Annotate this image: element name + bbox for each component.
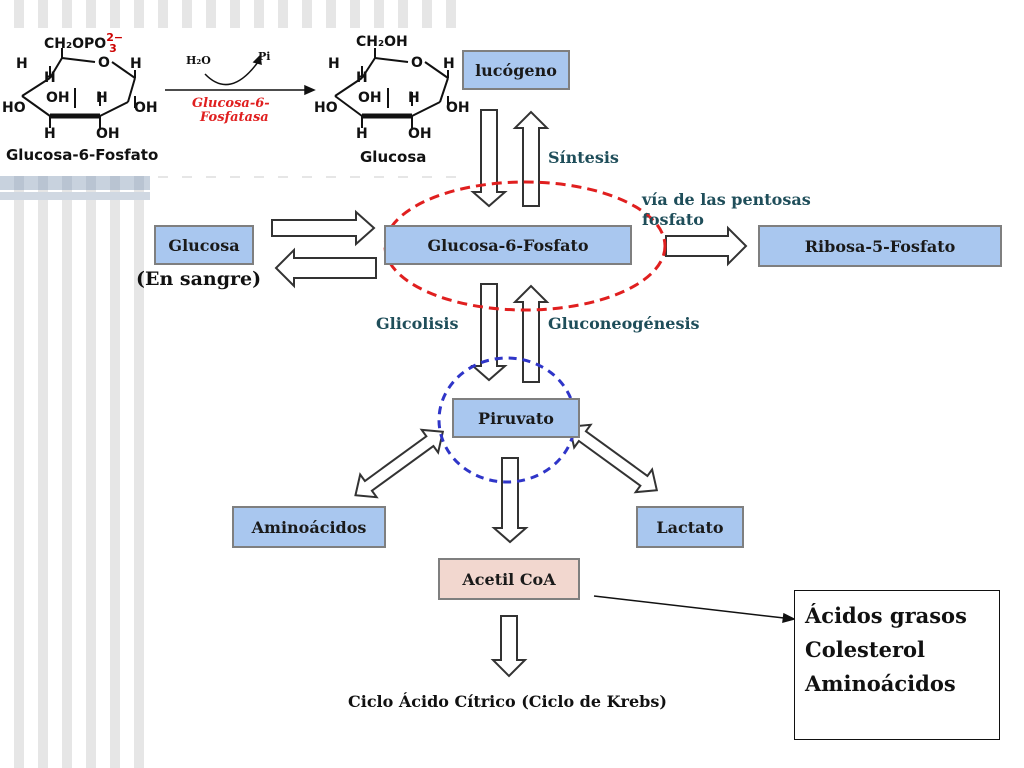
atom-label: OH <box>358 90 382 106</box>
arrow-synthesis <box>512 110 550 207</box>
g6p-structure-name: Glucosa-6-Fosfato <box>6 146 159 164</box>
glucose-ring <box>334 48 449 128</box>
structure-panel <box>0 28 474 176</box>
atom-label: OH <box>446 100 470 116</box>
enzyme-label-line2: Fosfatasa <box>200 110 269 125</box>
label-krebs: Ciclo Ácido Cítrico (Ciclo de Krebs) <box>348 692 667 711</box>
atom-label: H <box>356 126 368 142</box>
reaction-arrow <box>165 54 316 96</box>
label-en-sangre: (En sangre) <box>136 268 262 290</box>
node-aminoacidos: Aminoácidos <box>232 506 386 548</box>
product-item: Colesterol <box>805 637 925 662</box>
label-sintesis: Síntesis <box>548 148 619 167</box>
atom-label: H <box>130 56 142 72</box>
atom-label: OH <box>408 126 432 142</box>
atom-label: HO <box>314 100 338 116</box>
g6p-formula: CH₂OPO2−3 <box>44 31 124 55</box>
block-arrows <box>271 109 748 678</box>
arrow-glucose-to-g6p <box>271 209 376 247</box>
arrow-pentose <box>665 225 748 267</box>
water-label: H₂O <box>186 54 211 67</box>
decorative-band <box>0 176 150 190</box>
arrow-pyruvate-to-acetyl <box>491 457 529 544</box>
products-pointer <box>593 595 797 624</box>
label-glicolisis: Glicolisis <box>376 314 459 333</box>
label-pentosas-1: vía de las pentosas <box>642 190 811 209</box>
atom-label: OH <box>134 100 158 116</box>
arrow-pyruvate-aminoacids <box>354 428 445 499</box>
decorative-band-lower <box>0 192 150 200</box>
node-piruvato: Piruvato <box>452 398 580 438</box>
enzyme-label-line1: Glucosa-6- <box>192 96 270 111</box>
node-ribosa: Ribosa-5-Fosfato <box>758 225 1002 267</box>
glucose-formula: CH₂OH <box>356 34 408 50</box>
atom-label: H <box>356 70 368 86</box>
products-box: Ácidos grasos Colesterol Aminoácidos <box>794 590 1000 740</box>
atom-label: H <box>408 90 420 106</box>
atom-label: H <box>443 56 455 72</box>
arrow-g6p-to-blood <box>274 247 377 289</box>
arrow-acetyl-to-krebs <box>490 615 528 678</box>
atom-label: H <box>16 56 28 72</box>
g6p-highlight-ellipse <box>383 180 667 312</box>
node-acetil-coa: Acetil CoA <box>438 558 580 600</box>
atom-label: OH <box>96 126 120 142</box>
label-gluconeogenesis: Gluconeogénesis <box>548 314 700 333</box>
atom-label: H <box>328 56 340 72</box>
phosphate-label: Pi <box>258 50 271 63</box>
product-item: Ácidos grasos <box>805 603 967 628</box>
atom-label: H <box>44 70 56 86</box>
atom-label: O <box>411 55 423 71</box>
node-glucosa: Glucosa <box>154 225 254 265</box>
label-pentosas-2: fosfato <box>642 210 704 229</box>
node-lactato: Lactato <box>636 506 744 548</box>
g6p-ring <box>21 48 136 128</box>
node-g6p: Glucosa-6-Fosfato <box>384 225 632 265</box>
arrow-glycogenolysis <box>470 109 508 208</box>
product-item: Aminoácidos <box>805 671 956 696</box>
node-glucogeno: lucógeno <box>462 50 570 90</box>
atom-label: OH <box>46 90 70 106</box>
arrow-glycolysis <box>470 283 508 382</box>
atom-label: O <box>98 55 110 71</box>
glucose-structure-name: Glucosa <box>360 148 427 166</box>
diagram-canvas-top <box>470 0 1024 44</box>
atom-label: H <box>96 90 108 106</box>
atom-label: H <box>44 126 56 142</box>
atom-label: HO <box>2 100 26 116</box>
